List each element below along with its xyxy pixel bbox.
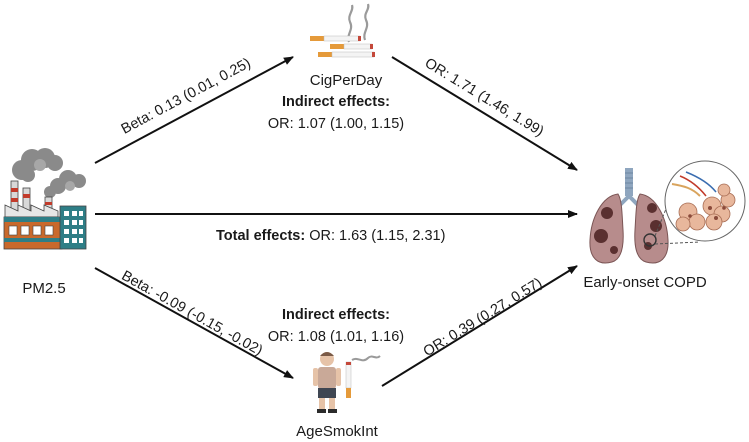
indirect-top-value: OR: 1.07 (1.00, 1.15)	[268, 116, 404, 132]
total-effect-value: OR: 1.63 (1.15, 2.31)	[305, 228, 445, 244]
indirect-bottom-value: OR: 1.08 (1.01, 1.16)	[268, 329, 404, 345]
cigarettes-icon	[310, 3, 375, 58]
cigarette-icon	[345, 355, 381, 398]
total-effect-label: Total effects: OR: 1.63 (1.15, 2.31)	[216, 228, 445, 244]
edge-label-cigperday-to-copd: OR: 1.71 (1.46, 1.99)	[422, 55, 547, 140]
edge-label-exposure-to-agesmokint: Beta: -0.09 (-0.15, -0.02)	[119, 268, 266, 359]
edge-label-exposure-to-cigperday: Beta: 0.13 (0.01, 0.25)	[119, 55, 254, 137]
person-icon	[313, 352, 341, 413]
factory-icon	[3, 148, 87, 250]
node-label-cigperday: CigPerDay	[310, 72, 383, 89]
arrow-exposure-to-agesmokint	[94, 267, 294, 379]
node-label-copd: Early-onset COPD	[583, 274, 707, 291]
arrow-cigperday-to-copd	[391, 56, 578, 171]
arrow-agesmokint-to-copd	[381, 265, 578, 387]
alveoli-icon	[664, 160, 746, 242]
total-effect-heading: Total effects:	[216, 228, 305, 244]
node-label-agesmokint: AgeSmokInt	[296, 423, 379, 440]
lungs-icon	[589, 168, 701, 264]
indirect-bottom-heading: Indirect effects:	[282, 307, 390, 323]
arrow-exposure-to-cigperday	[94, 56, 294, 164]
node-label-pm25: PM2.5	[22, 280, 65, 297]
edge-label-agesmokint-to-copd: OR: 0.39 (0.27, 0.57)	[421, 275, 545, 360]
indirect-top-heading: Indirect effects:	[282, 94, 390, 110]
